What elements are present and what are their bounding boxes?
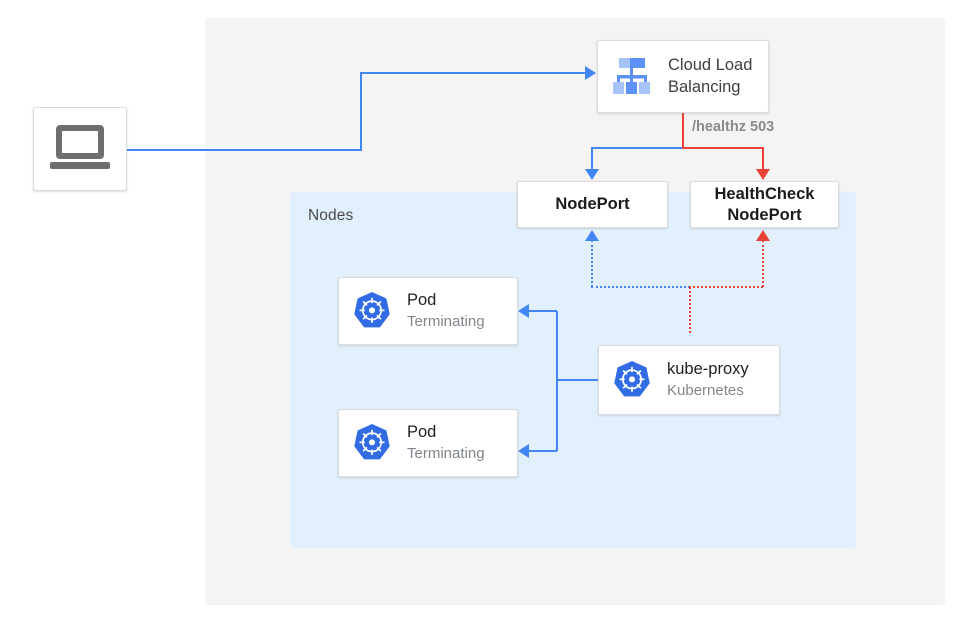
edge-kubeproxy-to-nodeport-v-dotted bbox=[591, 240, 593, 287]
edge-kubeproxy-to-healthcheck-arrowhead bbox=[756, 230, 770, 241]
kubernetes-icon bbox=[351, 422, 393, 464]
edge-clb-split-right bbox=[682, 147, 764, 149]
pod-card-2[interactable]: Pod Terminating bbox=[338, 409, 518, 477]
edge-kubeproxy-to-healthcheck-h-dotted bbox=[689, 286, 763, 288]
edge-kubeproxy-to-pods-bus bbox=[556, 311, 558, 451]
edge-clb-down-stem bbox=[682, 113, 684, 149]
edge-clb-to-nodeport-arrowhead bbox=[585, 169, 599, 180]
nodes-group-label: Nodes bbox=[308, 207, 354, 224]
edge-clb-to-healthcheck-v bbox=[762, 147, 764, 171]
edge-kubeproxy-to-pod1-arrowhead bbox=[518, 304, 529, 318]
pod-card-2-subtitle: Terminating bbox=[407, 444, 485, 462]
edge-kubeproxy-to-nodeport-arrowhead bbox=[585, 230, 599, 241]
edge-kubeproxy-to-healthcheck-v-dotted bbox=[762, 240, 764, 287]
edge-clb-to-nodeport-v bbox=[591, 147, 593, 171]
edge-client-to-clb-arrowhead bbox=[585, 66, 596, 80]
pod-card-1-title: Pod bbox=[407, 291, 437, 310]
kube-proxy-card[interactable]: kube-proxy Kubernetes bbox=[598, 345, 780, 415]
edge-kubeproxy-to-pod2-h bbox=[529, 450, 557, 452]
nodeport-card[interactable]: NodePort bbox=[517, 181, 668, 228]
edge-client-to-clb-h1 bbox=[127, 149, 362, 151]
cloud-load-balancing-title-line1: Cloud Load bbox=[668, 56, 753, 75]
cloud-load-balancing-icon bbox=[610, 56, 654, 98]
cloud-load-balancing-text: Cloud Load Balancing bbox=[668, 55, 752, 98]
edge-client-to-clb-h2 bbox=[360, 72, 585, 74]
healthcheck-nodeport-text: HealthCheck NodePort bbox=[715, 184, 815, 225]
edge-kubeproxy-stem-dotted bbox=[689, 287, 691, 333]
edge-kubeproxy-to-pod1-h bbox=[529, 310, 557, 312]
client-device-card[interactable] bbox=[33, 107, 127, 191]
healthcheck-nodeport-label-line1: HealthCheck bbox=[714, 184, 815, 203]
pod-card-1-text: Pod Terminating bbox=[407, 290, 485, 332]
kubernetes-icon bbox=[351, 290, 393, 332]
edge-kubeproxy-to-pods-stem bbox=[556, 379, 600, 381]
edge-kubeproxy-to-pod2-arrowhead bbox=[518, 444, 529, 458]
edge-label-healthz: /healthz 503 bbox=[692, 119, 775, 135]
edge-clb-to-healthcheck-arrowhead bbox=[756, 169, 770, 180]
laptop-screen bbox=[56, 125, 104, 159]
laptop-base bbox=[50, 162, 110, 169]
edge-client-to-clb-v bbox=[360, 72, 362, 151]
pod-card-1[interactable]: Pod Terminating bbox=[338, 277, 518, 345]
kube-proxy-text: kube-proxy Kubernetes bbox=[667, 359, 749, 401]
kubernetes-icon bbox=[611, 359, 653, 401]
pod-card-1-subtitle: Terminating bbox=[407, 312, 485, 330]
pod-card-2-text: Pod Terminating bbox=[407, 422, 485, 464]
laptop-icon bbox=[50, 125, 110, 173]
edge-kubeproxy-to-nodeport-h-dotted bbox=[591, 286, 690, 288]
cloud-load-balancing-title-line2: Balancing bbox=[668, 77, 741, 96]
kube-proxy-title: kube-proxy bbox=[667, 360, 749, 379]
cloud-load-balancing-card[interactable]: Cloud Load Balancing bbox=[597, 40, 769, 113]
healthcheck-nodeport-card[interactable]: HealthCheck NodePort bbox=[690, 181, 839, 228]
kube-proxy-subtitle: Kubernetes bbox=[667, 381, 744, 399]
healthcheck-nodeport-label-line2: NodePort bbox=[727, 205, 802, 224]
edge-clb-split-left bbox=[591, 147, 684, 149]
nodeport-label: NodePort bbox=[555, 195, 630, 214]
pod-card-2-title: Pod bbox=[407, 423, 437, 442]
